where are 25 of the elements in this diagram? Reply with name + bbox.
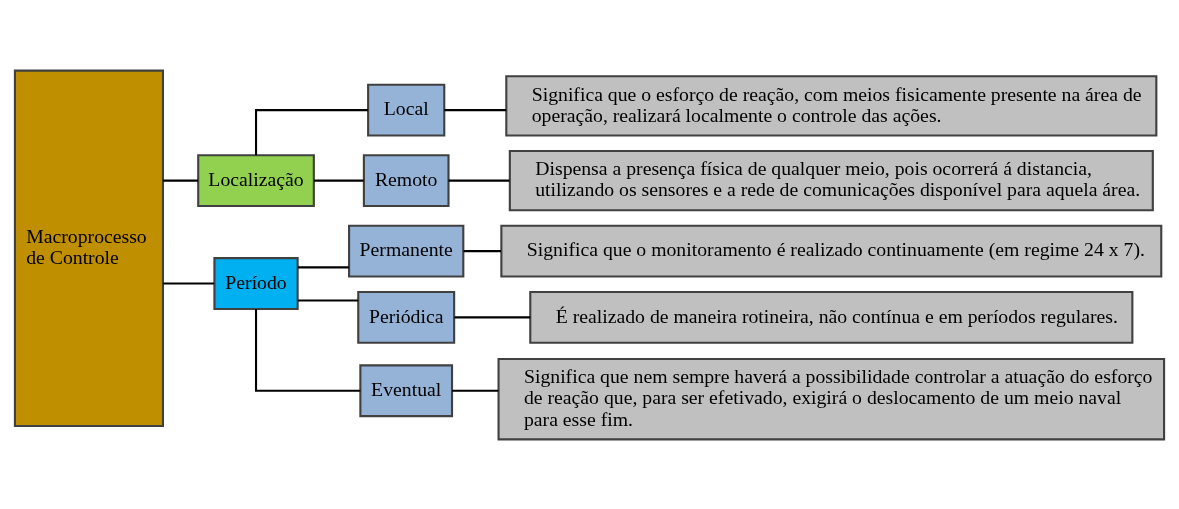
node-box: Macroprocesso de Controle bbox=[13, 69, 165, 427]
connector bbox=[314, 179, 364, 182]
node-box: É realizado de maneira rotineira, não contínua e em períodos regulares. bbox=[529, 290, 1134, 344]
node-box: Permanente bbox=[348, 224, 465, 278]
connector bbox=[463, 249, 502, 252]
node-box: Localização bbox=[197, 153, 315, 207]
node-box: Local bbox=[367, 83, 446, 137]
node-box: Eventual bbox=[359, 363, 454, 417]
node-box: Remoto bbox=[362, 153, 450, 207]
node-box: Período bbox=[213, 256, 299, 310]
connector bbox=[444, 108, 507, 111]
node-box: Significa que o esforço de reação, com meios fisicamente presente na área de operação, realizará localmente o controle das ações. bbox=[505, 74, 1158, 137]
node-box: Significa que nem sempre haverá a possibilidade controlar a atuação do esforço de reação que, para ser efetivado, exigirá o deslocamento de um meio naval para esse fim. bbox=[497, 357, 1166, 440]
connector bbox=[297, 298, 359, 302]
connector bbox=[452, 389, 499, 392]
connector bbox=[254, 308, 361, 392]
connector bbox=[454, 315, 531, 318]
connector bbox=[297, 265, 349, 268]
connector bbox=[163, 282, 215, 285]
node-box: Dispensa a presença física de qualquer meio, pois ocorrerá á distancia, utilizando os sensores e a rede de comunicações disponível para aquela área. bbox=[508, 149, 1154, 211]
connector bbox=[163, 179, 199, 182]
node-box: Periódica bbox=[357, 290, 456, 344]
node-box: Significa que o monitoramento é realizado continuamente (em regime 24 x 7). bbox=[500, 224, 1163, 278]
connector bbox=[448, 179, 510, 182]
connector bbox=[254, 108, 368, 155]
